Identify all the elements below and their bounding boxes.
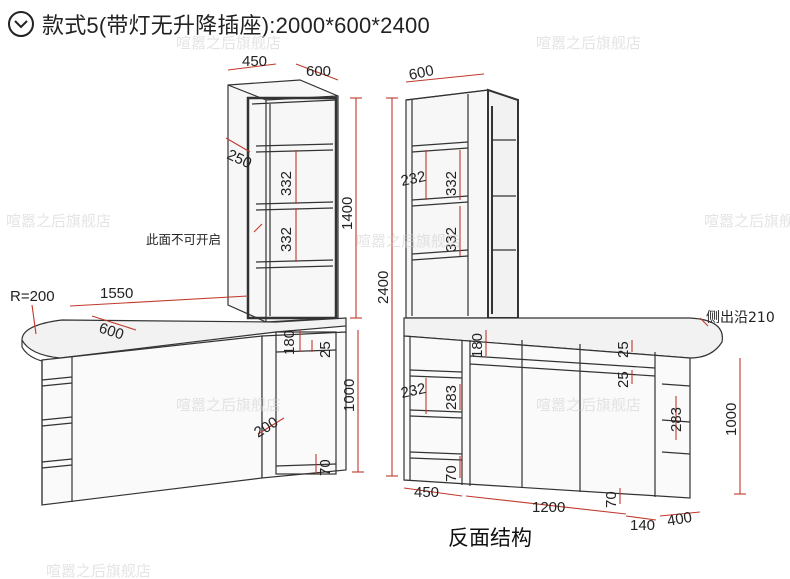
dim-back-base-70a: 70 xyxy=(443,465,460,482)
dim-front-shelf-b: 332 xyxy=(278,227,295,252)
dim-front-base-height: 70 xyxy=(317,459,334,476)
watermark: 喧嚣之后旗舰店 xyxy=(704,212,790,230)
dim-back-gap-25b: 25 xyxy=(615,371,632,388)
watermark: 喧嚣之后旗舰店 xyxy=(176,34,281,52)
dim-back-width-1200: 1200 xyxy=(532,499,565,516)
dim-back-width-400: 400 xyxy=(666,509,694,530)
dim-back-shelf-332a: 332 xyxy=(443,171,460,196)
watermark: 喧嚣之后旗舰店 xyxy=(536,396,641,414)
dim-back-width-140: 140 xyxy=(630,517,655,534)
page-title: 款式5(带灯无升降插座):2000*600*2400 xyxy=(42,13,430,38)
dim-back-shelf-232: 232 xyxy=(399,168,427,190)
dim-front-bar-depth: 600 xyxy=(97,320,126,344)
dim-back-low-283: 283 xyxy=(443,385,460,410)
dim-front-shelf-a: 332 xyxy=(278,171,295,196)
dim-back-low-232: 232 xyxy=(399,380,427,402)
watermark: 喧嚣之后旗舰店 xyxy=(6,212,111,230)
dim-back-drawer-height: 180 xyxy=(469,333,486,358)
dim-front-top-depth: 600 xyxy=(306,63,331,80)
dim-back-height-1000: 1000 xyxy=(723,403,740,436)
dim-front-top-width: 450 xyxy=(242,53,267,70)
back-structure-caption: 反面结构 xyxy=(448,527,532,550)
dim-front-drawer-height: 180 xyxy=(281,330,298,355)
dim-back-top-depth: 600 xyxy=(407,62,435,84)
dim-front-tower-height: 1400 xyxy=(339,197,356,230)
dim-back-base-70b: 70 xyxy=(603,491,620,508)
dim-back-shelf-332b: 332 xyxy=(443,227,460,252)
chevron-down-icon[interactable] xyxy=(8,11,34,37)
dim-front-radius: R=200 xyxy=(10,288,55,305)
dim-total-height: 2400 xyxy=(375,271,392,304)
page-header: 款式5(带灯无升降插座):2000*600*2400 xyxy=(8,4,430,44)
dim-back-right-283: 283 xyxy=(668,407,685,432)
dim-back-gap-25a: 25 xyxy=(615,341,632,358)
dim-front-cabinet-height: 1000 xyxy=(341,379,358,412)
dim-back-lip: 侧出沿210 xyxy=(706,310,775,326)
dim-front-bar-length: 1550 xyxy=(100,285,133,302)
dim-front-gap: 25 xyxy=(317,341,334,358)
watermark: 喧嚣之后旗舰店 xyxy=(176,396,281,414)
watermark: 喧嚣之后旗舰店 xyxy=(356,232,461,250)
front-note-not-openable: 此面不可开启 xyxy=(146,232,221,247)
dim-back-width-450: 450 xyxy=(414,484,439,501)
watermark: 喧嚣之后旗舰店 xyxy=(46,562,151,579)
watermark: 喧嚣之后旗舰店 xyxy=(536,34,641,52)
